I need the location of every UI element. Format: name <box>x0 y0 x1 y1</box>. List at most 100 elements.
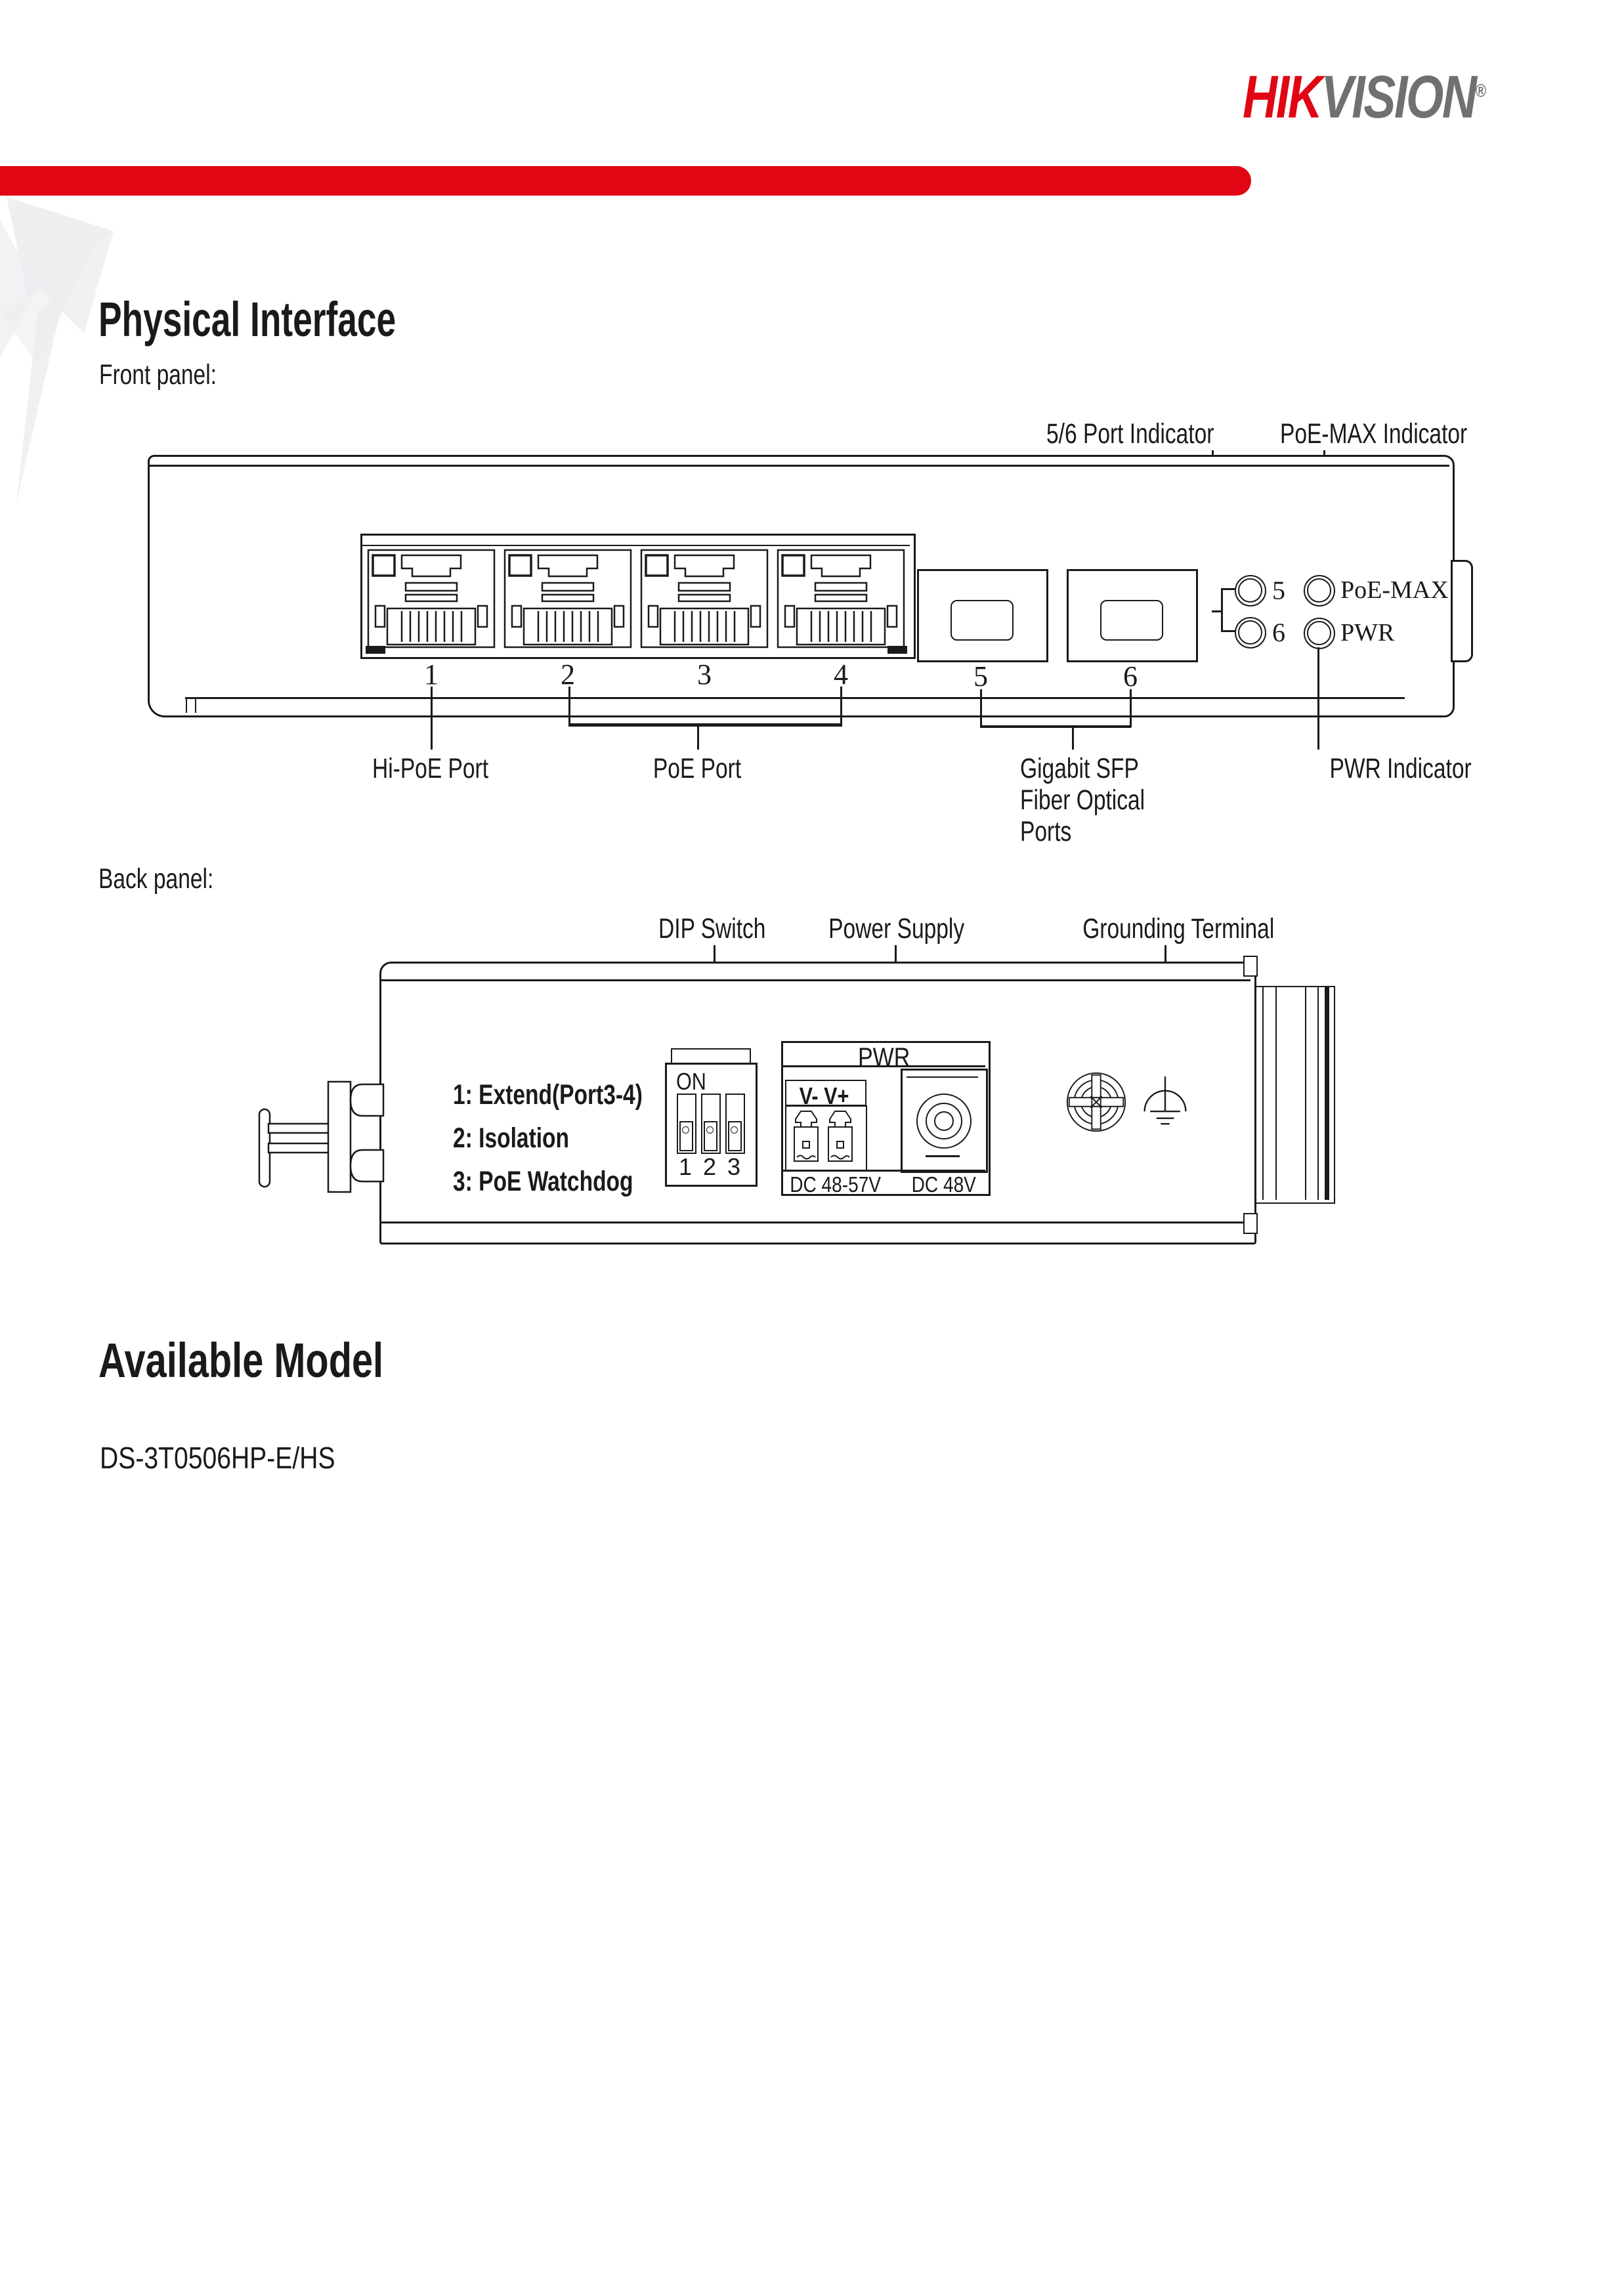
terminal-plug-icon <box>828 1111 853 1162</box>
section-title-available-model: Available Model <box>98 1333 384 1388</box>
rj45-port-3-icon <box>640 549 769 648</box>
side-module-line <box>1305 987 1306 1200</box>
chassis-bottom-seam <box>381 1222 1250 1223</box>
led-label-poe-max: PoE-MAX <box>1340 576 1449 604</box>
port-number-2: 2 <box>561 658 575 691</box>
side-mount-tab <box>1243 956 1258 977</box>
chassis-top-seam <box>381 979 1250 981</box>
side-module-line <box>1317 987 1319 1200</box>
rj45-port-2-icon <box>503 549 632 648</box>
dip-number-1: 1 <box>678 1153 693 1180</box>
callout-5-6-port-indicator: 5/6 Port Indicator <box>1046 418 1214 450</box>
leader-line <box>1221 589 1223 632</box>
dip-legend-line3: 3: PoE Watchdog <box>453 1166 633 1197</box>
caption-hi-poe-port: Hi-PoE Port <box>372 753 489 784</box>
back-panel-caption: Back panel: <box>98 863 214 895</box>
led-poe-max-icon <box>1304 575 1335 606</box>
caption-poe-port: PoE Port <box>652 753 742 784</box>
port-number-3: 3 <box>697 658 712 691</box>
dc-jack-seam <box>907 1076 978 1078</box>
dc-strip-divider <box>782 1170 985 1172</box>
dip-switch-2-dot <box>706 1126 714 1134</box>
led-pwr-icon <box>1304 618 1335 649</box>
leader-line <box>1317 647 1319 750</box>
leader-line <box>1072 728 1074 750</box>
chassis-right-ear <box>1451 560 1473 662</box>
dip-switch-3-dot <box>731 1126 738 1134</box>
led-label-6: 6 <box>1272 618 1285 647</box>
led-port6-icon <box>1235 617 1266 648</box>
leader-line <box>1130 689 1132 727</box>
port-number-4: 4 <box>834 658 848 691</box>
dip-on-label: ON <box>676 1068 706 1095</box>
grounding-screw-icon <box>1066 1072 1126 1132</box>
dc-jack-chord <box>926 1155 960 1157</box>
logo-hik-text: HIK <box>1243 64 1323 131</box>
rj45-group-seam <box>362 545 910 546</box>
bracket-sfp-ports <box>980 725 1131 728</box>
side-module-line <box>1262 987 1264 1200</box>
callout-dip-switch: DIP Switch <box>658 913 766 945</box>
caption-sfp-line1: Gigabit SFP <box>1020 753 1139 784</box>
terminal-plug-icon <box>794 1111 819 1162</box>
port-number-5: 5 <box>973 660 988 692</box>
led-label-5: 5 <box>1272 576 1285 605</box>
callout-grounding-terminal: Grounding Terminal <box>1082 913 1275 945</box>
dip-legend-line2: 2: Isolation <box>453 1122 570 1154</box>
side-module-edge <box>1325 987 1329 1200</box>
rj45-port-1-icon <box>367 549 496 648</box>
caption-pwr-indicator: PWR Indicator <box>1329 753 1472 784</box>
earth-ground-symbol-icon <box>1143 1076 1187 1125</box>
side-module-line <box>1275 987 1277 1200</box>
caption-sfp-line3: Ports <box>1020 816 1072 847</box>
sfp-port-5 <box>917 569 1048 662</box>
logo-registered-mark: ® <box>1475 80 1487 101</box>
sfp-slot-5 <box>951 600 1014 641</box>
dc-fixed-label: DC 48V <box>911 1172 977 1197</box>
chassis-bottom-lip <box>185 697 1405 699</box>
leader-line <box>1221 630 1235 632</box>
front-panel-caption: Front panel: <box>99 359 217 391</box>
callout-power-supply: Power Supply <box>828 913 964 945</box>
chassis-lip-tick <box>186 697 187 713</box>
leader-line <box>431 687 433 750</box>
sfp-slot-6 <box>1100 600 1163 641</box>
chassis-top-seam <box>150 465 1449 467</box>
dc-jack-pin <box>934 1111 954 1131</box>
side-mount-module <box>1255 986 1335 1204</box>
bracket-poe-ports <box>568 723 842 727</box>
leader-line <box>980 689 982 727</box>
dip-number-2: 2 <box>702 1153 717 1180</box>
dip-legend-line1: 1: Extend(Port3-4) <box>453 1079 643 1111</box>
terminal-v-label: V- V+ <box>800 1082 849 1109</box>
leader-line <box>568 687 570 726</box>
pwr-title: PWR <box>857 1043 910 1072</box>
header-red-bar <box>0 166 1251 196</box>
dip-switch-tab <box>671 1048 751 1065</box>
din-rail-clip-icon <box>258 1080 385 1193</box>
port-number-6: 6 <box>1123 660 1138 692</box>
dip-switch-3-knob <box>728 1121 742 1151</box>
logo-vision-text: VISION <box>1321 64 1477 131</box>
dc-range-label: DC 48-57V <box>790 1172 882 1197</box>
dip-switch-1-knob <box>679 1121 693 1151</box>
dip-number-3: 3 <box>727 1153 741 1180</box>
leader-line <box>1221 588 1235 590</box>
dip-switch-2-knob <box>704 1121 717 1151</box>
pwr-divider <box>782 1065 985 1067</box>
side-mount-tab <box>1243 1213 1258 1234</box>
leader-line <box>697 727 699 750</box>
led-port5-icon <box>1235 575 1266 606</box>
leader-line <box>840 687 842 726</box>
section-title-physical-interface: Physical Interface <box>98 292 396 347</box>
dip-switch-1-dot <box>682 1126 689 1134</box>
watermark-arrow-icon <box>0 197 114 503</box>
leader-line <box>1212 610 1222 612</box>
callout-poe-max-indicator: PoE-MAX Indicator <box>1280 418 1468 450</box>
caption-sfp-line2: Fiber Optical <box>1020 784 1145 816</box>
port-number-1: 1 <box>424 658 438 691</box>
chassis-lip-tick <box>195 697 196 713</box>
model-number: DS-3T0506HP-E/HS <box>100 1441 335 1475</box>
hikvision-logo: HIKVISION® <box>1243 63 1486 132</box>
